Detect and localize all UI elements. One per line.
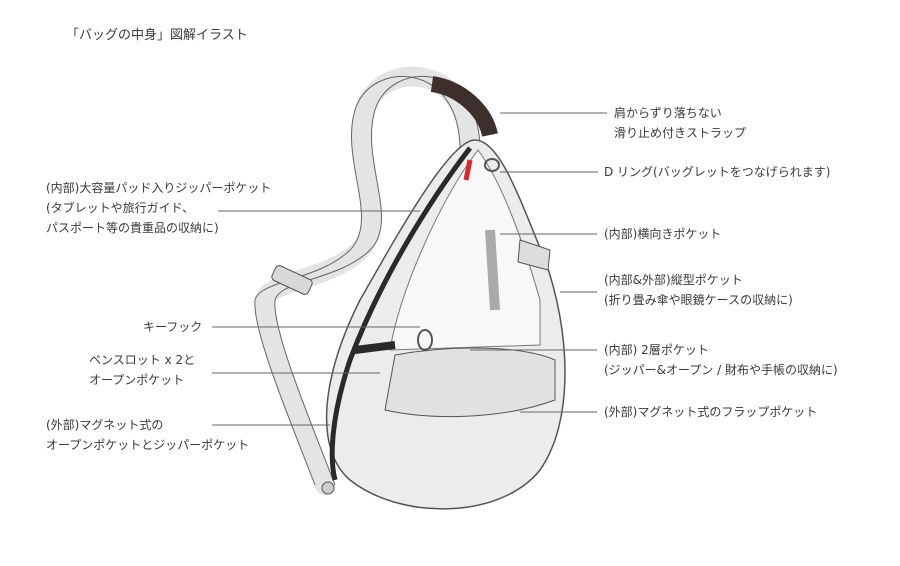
d-ring-icon bbox=[484, 158, 500, 172]
diagram-title: 「バッグの中身」図解イラスト bbox=[66, 28, 248, 43]
label-outer-magnet: (外部)マグネット式の オープンポケットとジッパーポケット bbox=[46, 415, 249, 455]
label-line: パスポート等の貴重品の収納に) bbox=[46, 221, 219, 235]
label-main-pocket: (内部)大容量パッド入りジッパーポケット (タブレットや旅行ガイド、 パスポート… bbox=[46, 178, 271, 238]
key-hook-icon bbox=[417, 329, 433, 351]
flap-pocket bbox=[384, 347, 556, 418]
zipper-pull-icon bbox=[321, 481, 335, 495]
leader-lines bbox=[212, 112, 607, 426]
label-line: (折り畳み傘や眼鏡ケースの収納に) bbox=[604, 293, 793, 307]
strap-pad bbox=[430, 76, 498, 138]
label-line: (外部)マグネット式の bbox=[46, 418, 164, 432]
label-key-hook: キーフック bbox=[143, 320, 203, 334]
label-line: オープンポケットとジッパーポケット bbox=[46, 438, 250, 452]
label-line: (内部) 2層ポケット bbox=[604, 343, 709, 357]
pen-slot bbox=[354, 341, 396, 354]
label-vertical-pocket: (内部&外部)縦型ポケット (折り畳み傘や眼鏡ケースの収納に) bbox=[604, 270, 793, 310]
label-horizontal-pocket: (内部)横向きポケット bbox=[604, 227, 722, 241]
label-line: (ジッパー&オープン / 財布や手帳の収納に) bbox=[604, 363, 838, 377]
label-flap-pocket: (外部)マグネット式のフラップポケット bbox=[604, 405, 818, 419]
label-line: 滑り止め付きストラップ bbox=[614, 126, 747, 140]
zipper-accent bbox=[463, 159, 473, 181]
strap-adjuster bbox=[271, 265, 313, 295]
label-line: (内部&外部)縦型ポケット bbox=[604, 273, 743, 287]
label-pen-slot: ペンスロット x 2と オープンポケット bbox=[89, 350, 195, 390]
vertical-pocket bbox=[517, 239, 551, 271]
label-line: オープンポケット bbox=[89, 373, 185, 387]
label-d-ring: D リング(バッグレットをつなげられます) bbox=[604, 165, 831, 179]
label-strap: 肩からずり落ちない 滑り止め付きストラップ bbox=[614, 103, 746, 143]
label-line: ペンスロット x 2と bbox=[89, 353, 196, 367]
label-line: 肩からずり落ちない bbox=[614, 106, 722, 120]
label-line: (タブレットや旅行ガイド、 bbox=[46, 201, 195, 215]
inner-panel bbox=[389, 149, 541, 351]
horizontal-pocket-strip bbox=[485, 229, 500, 311]
zipper-opening bbox=[329, 146, 472, 481]
label-two-layer-pocket: (内部) 2層ポケット (ジッパー&オープン / 財布や手帳の収納に) bbox=[604, 340, 838, 380]
label-line: (内部)大容量パッド入りジッパーポケット bbox=[46, 181, 272, 195]
